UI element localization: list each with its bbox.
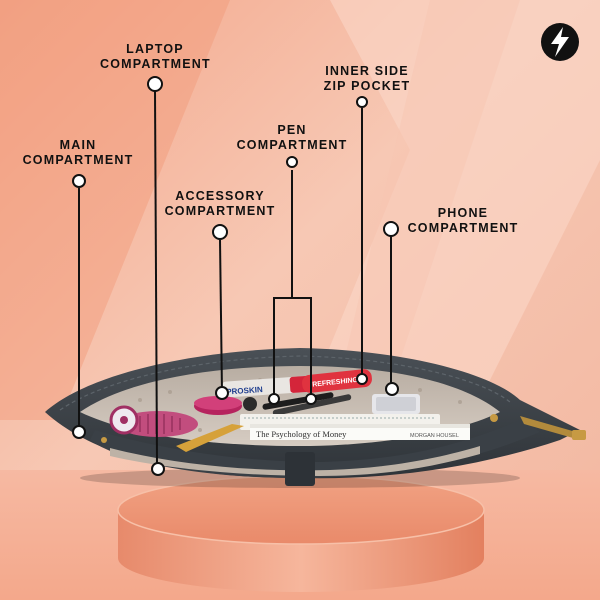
pointer-dot-phone-end	[385, 382, 399, 396]
label-pen-compartment: PEN COMPARTMENT	[236, 123, 348, 152]
pointer-line-pen-2	[292, 297, 312, 398]
pointer-dot-inner-zip-end	[356, 373, 368, 385]
label-main-compartment: MAIN COMPARTMENT	[22, 138, 134, 167]
pointer-line-pen	[273, 170, 293, 396]
pointer-dot-accessory-end	[215, 386, 229, 400]
pointer-dot-pen-end-2	[305, 393, 317, 405]
pointer-dots	[72, 76, 399, 476]
label-accessory-compartment: ACCESSORY COMPARTMENT	[164, 189, 276, 218]
pointer-dot-laptop-end	[151, 462, 165, 476]
book-title: The Psychology of Money	[256, 429, 347, 439]
book-author: MORGAN HOUSEL	[410, 433, 459, 439]
pointer-dot-phone-top	[383, 221, 399, 237]
gold-pen	[176, 424, 244, 452]
label-phone-compartment: PHONE COMPARTMENT	[407, 206, 519, 235]
bag-contents: PROSKIN REFRESHING The Psychology of Mon…	[109, 369, 470, 452]
pointer-dot-main-top	[72, 174, 86, 188]
lightning-bolt-badge-icon	[541, 23, 579, 61]
pointer-dot-pen-top	[286, 156, 298, 168]
background-panel	[0, 0, 230, 420]
pointer-dot-main-end	[72, 425, 86, 439]
podium	[117, 475, 485, 592]
label-inner-side-zip-pocket: INNER SIDE ZIP POCKET	[323, 64, 411, 93]
pointer-dot-laptop-top	[147, 76, 163, 92]
pointer-dot-inner-zip-top	[356, 96, 368, 108]
label-laptop-compartment: LAPTOP COMPARTMENT	[100, 42, 211, 71]
pointer-line-laptop	[154, 90, 158, 464]
pointer-dot-accessory-top	[212, 224, 228, 240]
pointer-dot-pen-end-1	[268, 393, 280, 405]
lipstick-brand-text: PROSKIN	[226, 385, 263, 397]
spray-text: REFRESHING	[312, 377, 359, 389]
spray-bottle	[302, 369, 372, 393]
pointer-lines	[78, 90, 392, 464]
background-panel	[330, 0, 520, 420]
pointer-line-accessory	[219, 239, 223, 394]
